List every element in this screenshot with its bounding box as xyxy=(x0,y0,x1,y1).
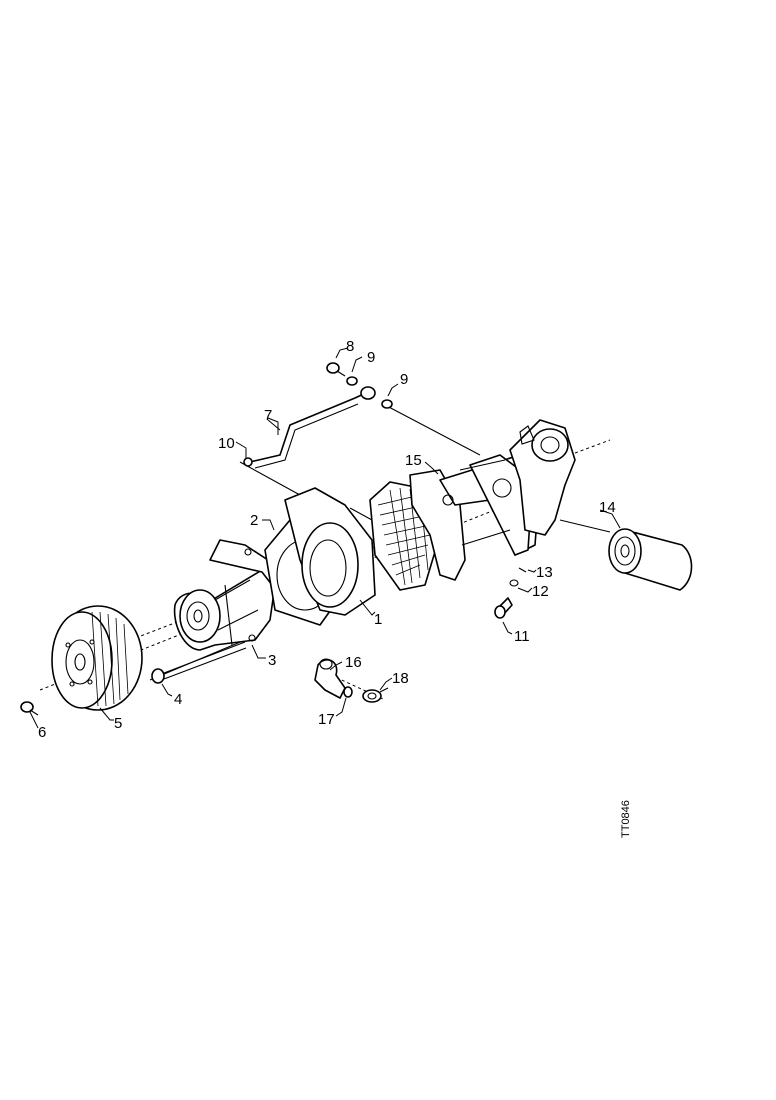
callout-7: 7 xyxy=(264,407,272,424)
callout-11: 11 xyxy=(514,628,530,645)
callout-9a: 9 xyxy=(367,349,375,366)
filter-bracket-icon xyxy=(409,454,541,581)
hose-connector-icon xyxy=(314,658,346,699)
callout-16: 16 xyxy=(345,654,362,671)
oil-filter-icon xyxy=(608,528,693,591)
callout-6: 6 xyxy=(38,724,46,741)
screw-icon xyxy=(20,701,39,716)
figure-reference-code: TT0846 xyxy=(620,800,632,838)
leader-lines xyxy=(29,347,621,729)
callout-9b: 9 xyxy=(400,371,408,388)
callout-4: 4 xyxy=(174,691,182,708)
callout-15: 15 xyxy=(405,452,422,469)
pipe-fitting-icon xyxy=(243,457,253,467)
callout-labels: 1 2 3 4 5 6 7 8 9 9 10 11 12 13 14 15 16… xyxy=(38,338,616,741)
callout-12: 12 xyxy=(532,583,549,600)
plug-icon xyxy=(494,597,513,619)
callout-10: 10 xyxy=(218,435,235,452)
hose-clamp-large-icon xyxy=(362,687,389,703)
sealing-washer-icon xyxy=(346,376,393,409)
coolant-pump-icon xyxy=(173,539,276,651)
callout-18: 18 xyxy=(392,670,409,687)
seal-ring-icon xyxy=(509,579,519,587)
callout-5: 5 xyxy=(114,715,122,732)
callout-2: 2 xyxy=(250,512,258,529)
bolt-icon xyxy=(151,641,247,684)
callout-14: 14 xyxy=(599,499,616,516)
small-plug-icon xyxy=(518,567,527,573)
hose-clamp-icon xyxy=(343,686,353,698)
callout-1: 1 xyxy=(374,611,382,628)
callout-8: 8 xyxy=(346,338,354,355)
callout-17: 17 xyxy=(318,711,335,728)
banjo-bolt-icon xyxy=(326,362,346,377)
pulley-icon xyxy=(51,605,143,711)
callout-3: 3 xyxy=(268,652,276,669)
callout-13: 13 xyxy=(536,564,553,581)
pipe-icon xyxy=(249,386,376,469)
filter-head-icon xyxy=(459,419,576,546)
